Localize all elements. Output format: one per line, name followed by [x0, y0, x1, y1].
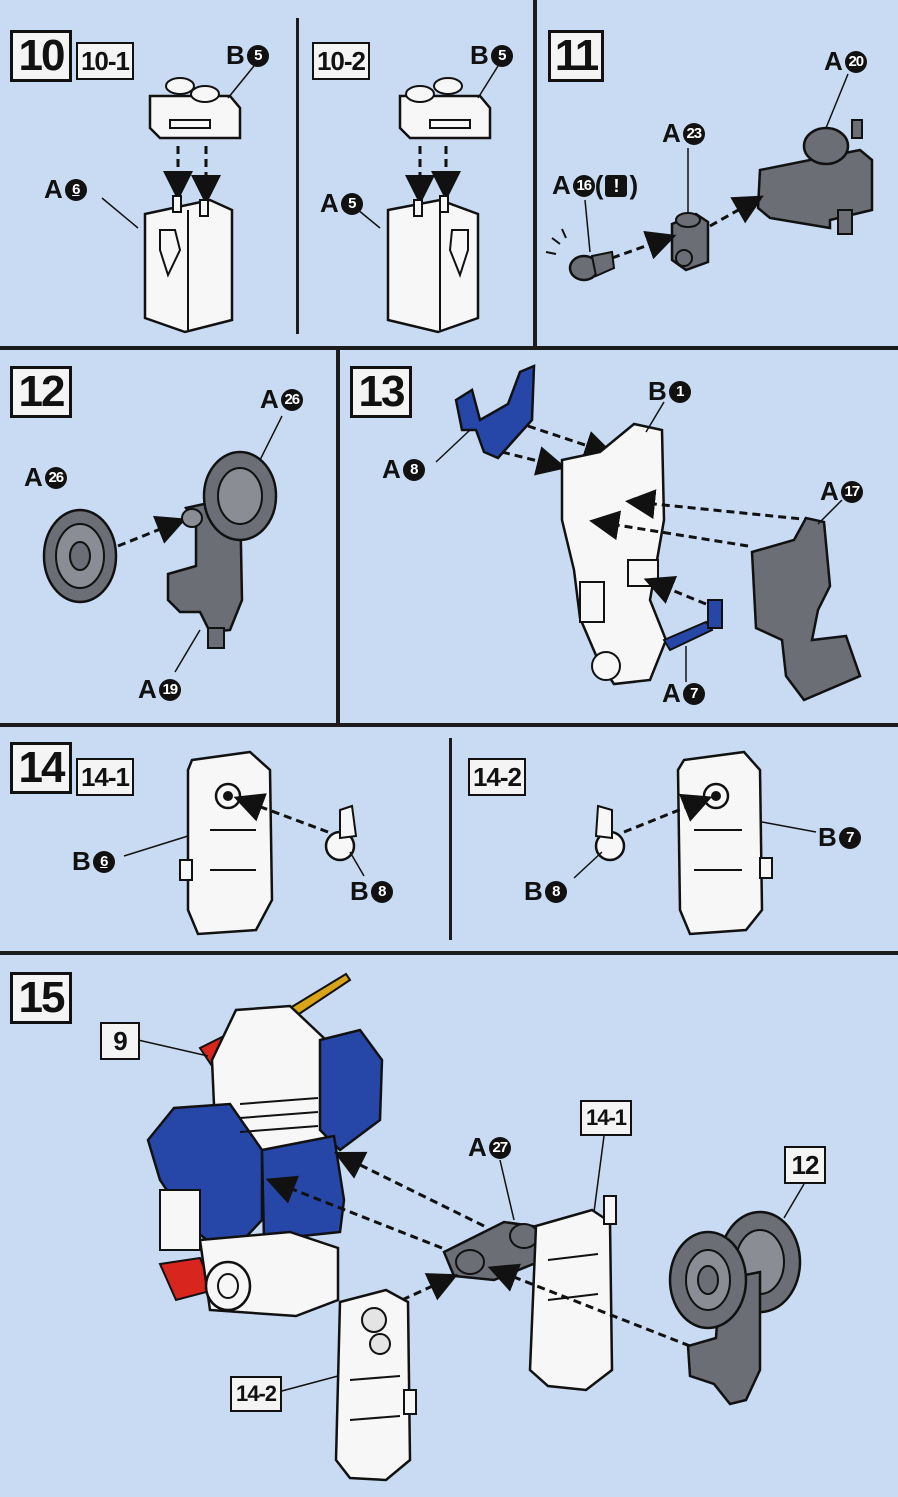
- part-a26-wheel-left: [42, 508, 118, 604]
- part-a23: [670, 212, 710, 272]
- part-b7: [676, 750, 773, 936]
- step-10-1-label: 10-1: [76, 42, 134, 80]
- part-b8-14-2: [594, 804, 626, 862]
- part-14-1-assembly: [528, 1195, 617, 1392]
- part-a6-10-1: [143, 195, 234, 334]
- part-b5-10-2: [398, 77, 492, 140]
- part-b1: [560, 422, 668, 686]
- part-12-assembly: [668, 1210, 802, 1406]
- part-a7: [662, 599, 723, 652]
- ref-9: 9: [100, 1022, 140, 1060]
- step-15-number: 15: [10, 972, 72, 1024]
- part-a20: [756, 119, 874, 235]
- part-b6: [179, 750, 274, 936]
- step-14-1-label: 14-1: [76, 758, 134, 796]
- part-b5-10-1: [148, 77, 242, 140]
- part-a26-wheel-right: [202, 450, 278, 542]
- ref-14-1: 14-1: [580, 1100, 632, 1136]
- divider-h3: [0, 951, 898, 955]
- step-10-2-label: 10-2: [312, 42, 370, 80]
- divider-v-10-11: [533, 0, 537, 346]
- step-12-number: 12: [10, 366, 72, 418]
- divider-v-14sub: [449, 738, 452, 940]
- divider-h2: [0, 723, 898, 727]
- ref-14-2: 14-2: [230, 1376, 282, 1412]
- step-14-2-label: 14-2: [468, 758, 526, 796]
- step-14-number: 14: [10, 742, 72, 794]
- part-a17: [750, 516, 862, 702]
- part-a27: [442, 1220, 550, 1282]
- step-11-number: 11: [548, 30, 604, 82]
- divider-v-10sub: [296, 18, 299, 334]
- part-a16: [568, 250, 616, 282]
- warning-icon: !: [605, 174, 628, 197]
- part-b8-14-1: [324, 804, 358, 862]
- step-10-number: 10: [10, 30, 72, 82]
- divider-v-12-13: [336, 350, 340, 723]
- divider-h1: [0, 346, 898, 350]
- part-14-2-assembly: [334, 1288, 417, 1482]
- step-13-number: 13: [350, 366, 412, 418]
- part-a5-10-2: [386, 195, 480, 334]
- robot-body-9: [146, 972, 384, 1318]
- part-a8: [454, 364, 536, 460]
- ref-12: 12: [784, 1146, 826, 1184]
